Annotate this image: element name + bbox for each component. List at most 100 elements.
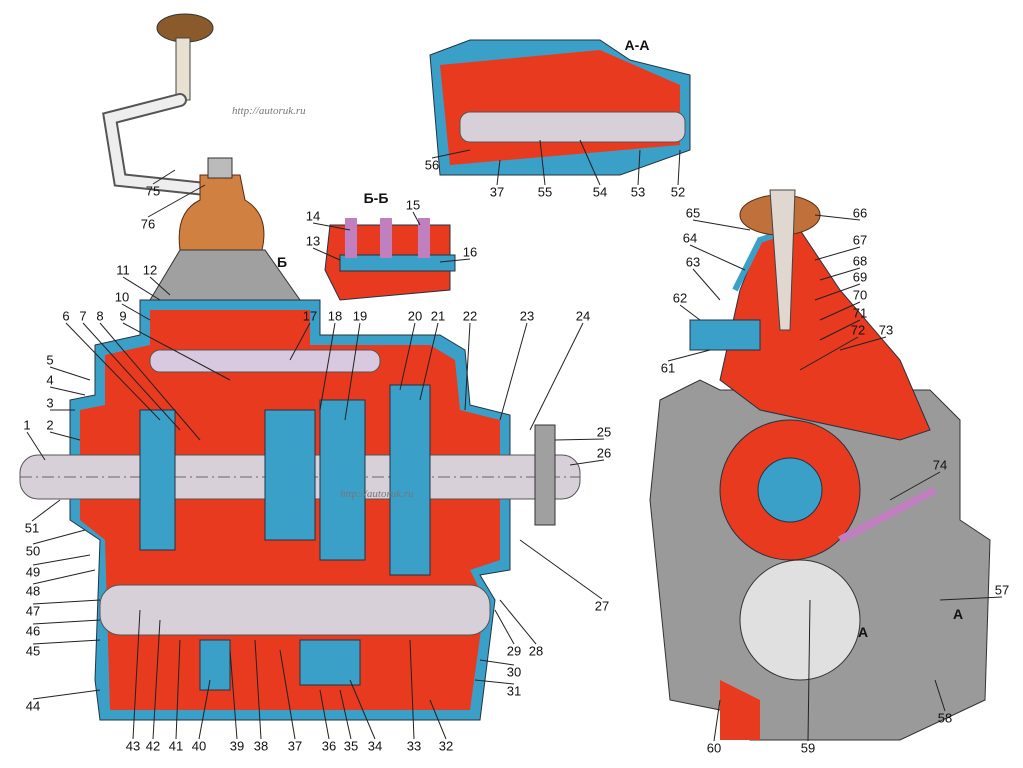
callout-label: 16 [462, 244, 478, 260]
leader-line [579, 139, 601, 186]
section-b-b [324, 218, 456, 301]
callout-label: 56 [424, 157, 440, 173]
leader-line [82, 322, 181, 431]
callout-label: 60 [706, 740, 722, 756]
leader-line [569, 459, 605, 466]
leader-line [149, 276, 171, 296]
section-arrow-b: Б [276, 254, 288, 270]
leader-line [122, 276, 161, 301]
callout-label: 58 [937, 710, 953, 726]
callout-label: 51 [24, 520, 40, 536]
leader-line [49, 431, 81, 441]
callout-label: 71 [852, 305, 868, 321]
callout-label: 34 [367, 738, 383, 754]
callout-label: 67 [852, 232, 868, 248]
leader-line [637, 149, 641, 186]
end-view-housing [649, 189, 991, 741]
callout-label: 40 [191, 738, 207, 754]
leader-line [349, 679, 376, 740]
leader-line [121, 303, 151, 321]
callout-label: 55 [537, 184, 553, 200]
callout-label: 14 [305, 208, 321, 224]
callout-label: 64 [682, 230, 698, 246]
callout-label: 37 [489, 184, 505, 200]
leader-line [344, 322, 361, 421]
leader-line [152, 619, 161, 740]
callout-label: 33 [406, 738, 422, 754]
leader-line [494, 609, 515, 645]
leader-line [175, 639, 181, 740]
shift-rod [149, 349, 381, 373]
leader-line [429, 699, 447, 740]
leader-line [32, 569, 96, 585]
leader-line [439, 258, 471, 263]
leader-line [889, 471, 941, 501]
callout-label: 7 [79, 308, 87, 324]
leader-line [819, 301, 861, 321]
leader-line [412, 211, 421, 226]
callout-label: 19 [352, 308, 368, 324]
leader-line [319, 689, 330, 740]
callout-label: 37 [287, 738, 303, 754]
leader-line [519, 539, 603, 600]
callout-label: 70 [852, 287, 868, 303]
callout-label: 44 [25, 698, 41, 714]
leader-line [814, 246, 861, 261]
callout-label: 31 [506, 683, 522, 699]
leader-line [32, 619, 101, 625]
callout-label: 43 [125, 738, 141, 754]
leader-line [799, 336, 859, 371]
leader-line [692, 219, 751, 231]
leader-line [807, 599, 811, 742]
callout-label: 30 [506, 664, 522, 680]
countershaft [99, 584, 491, 636]
callout-label: 61 [660, 360, 676, 376]
callout-label: 54 [592, 184, 608, 200]
leader-line [479, 659, 515, 666]
callout-label: 52 [670, 184, 686, 200]
leader-line [399, 322, 416, 391]
leader-line [99, 322, 201, 441]
callout-label: 3 [46, 395, 54, 411]
callout-label: 13 [305, 233, 321, 249]
section-a-a [429, 39, 691, 176]
callout-label: 27 [594, 598, 610, 614]
callout-label: 47 [25, 603, 41, 619]
callout-label: 53 [630, 184, 646, 200]
watermark-text: http://autoruk.ru [232, 105, 306, 117]
callout-label: 12 [142, 262, 158, 278]
leader-line [667, 349, 711, 362]
leader-line [254, 639, 262, 740]
lever-boot [178, 157, 265, 251]
callout-label: 41 [168, 738, 184, 754]
callout-label: 46 [25, 623, 41, 639]
callout-label: 23 [519, 308, 535, 324]
leader-line [464, 322, 471, 411]
callout-label: 73 [878, 322, 894, 338]
callout-label: 63 [685, 254, 701, 270]
leader-line [32, 554, 91, 566]
section-label-a-a: А-А [624, 37, 650, 53]
leader-line [529, 322, 584, 431]
leader-line [692, 268, 721, 301]
callout-label: 8 [96, 308, 104, 324]
leader-line [409, 639, 415, 740]
leader-line [312, 222, 351, 231]
leader-line [132, 609, 141, 740]
callout-label: 69 [852, 269, 868, 285]
callout-label: 39 [229, 738, 245, 754]
leader-line [539, 139, 546, 186]
section-arrow-a: А [857, 624, 869, 640]
leader-line [312, 247, 341, 261]
callout-label: 25 [596, 424, 612, 440]
callout-label: 2 [46, 417, 54, 433]
leader-line [26, 431, 46, 461]
leader-line [677, 149, 681, 186]
callout-label: 76 [140, 216, 156, 232]
leader-line [32, 599, 101, 605]
callout-label: 68 [852, 253, 868, 269]
callout-label: 15 [405, 197, 421, 213]
callout-label: 50 [25, 543, 41, 559]
